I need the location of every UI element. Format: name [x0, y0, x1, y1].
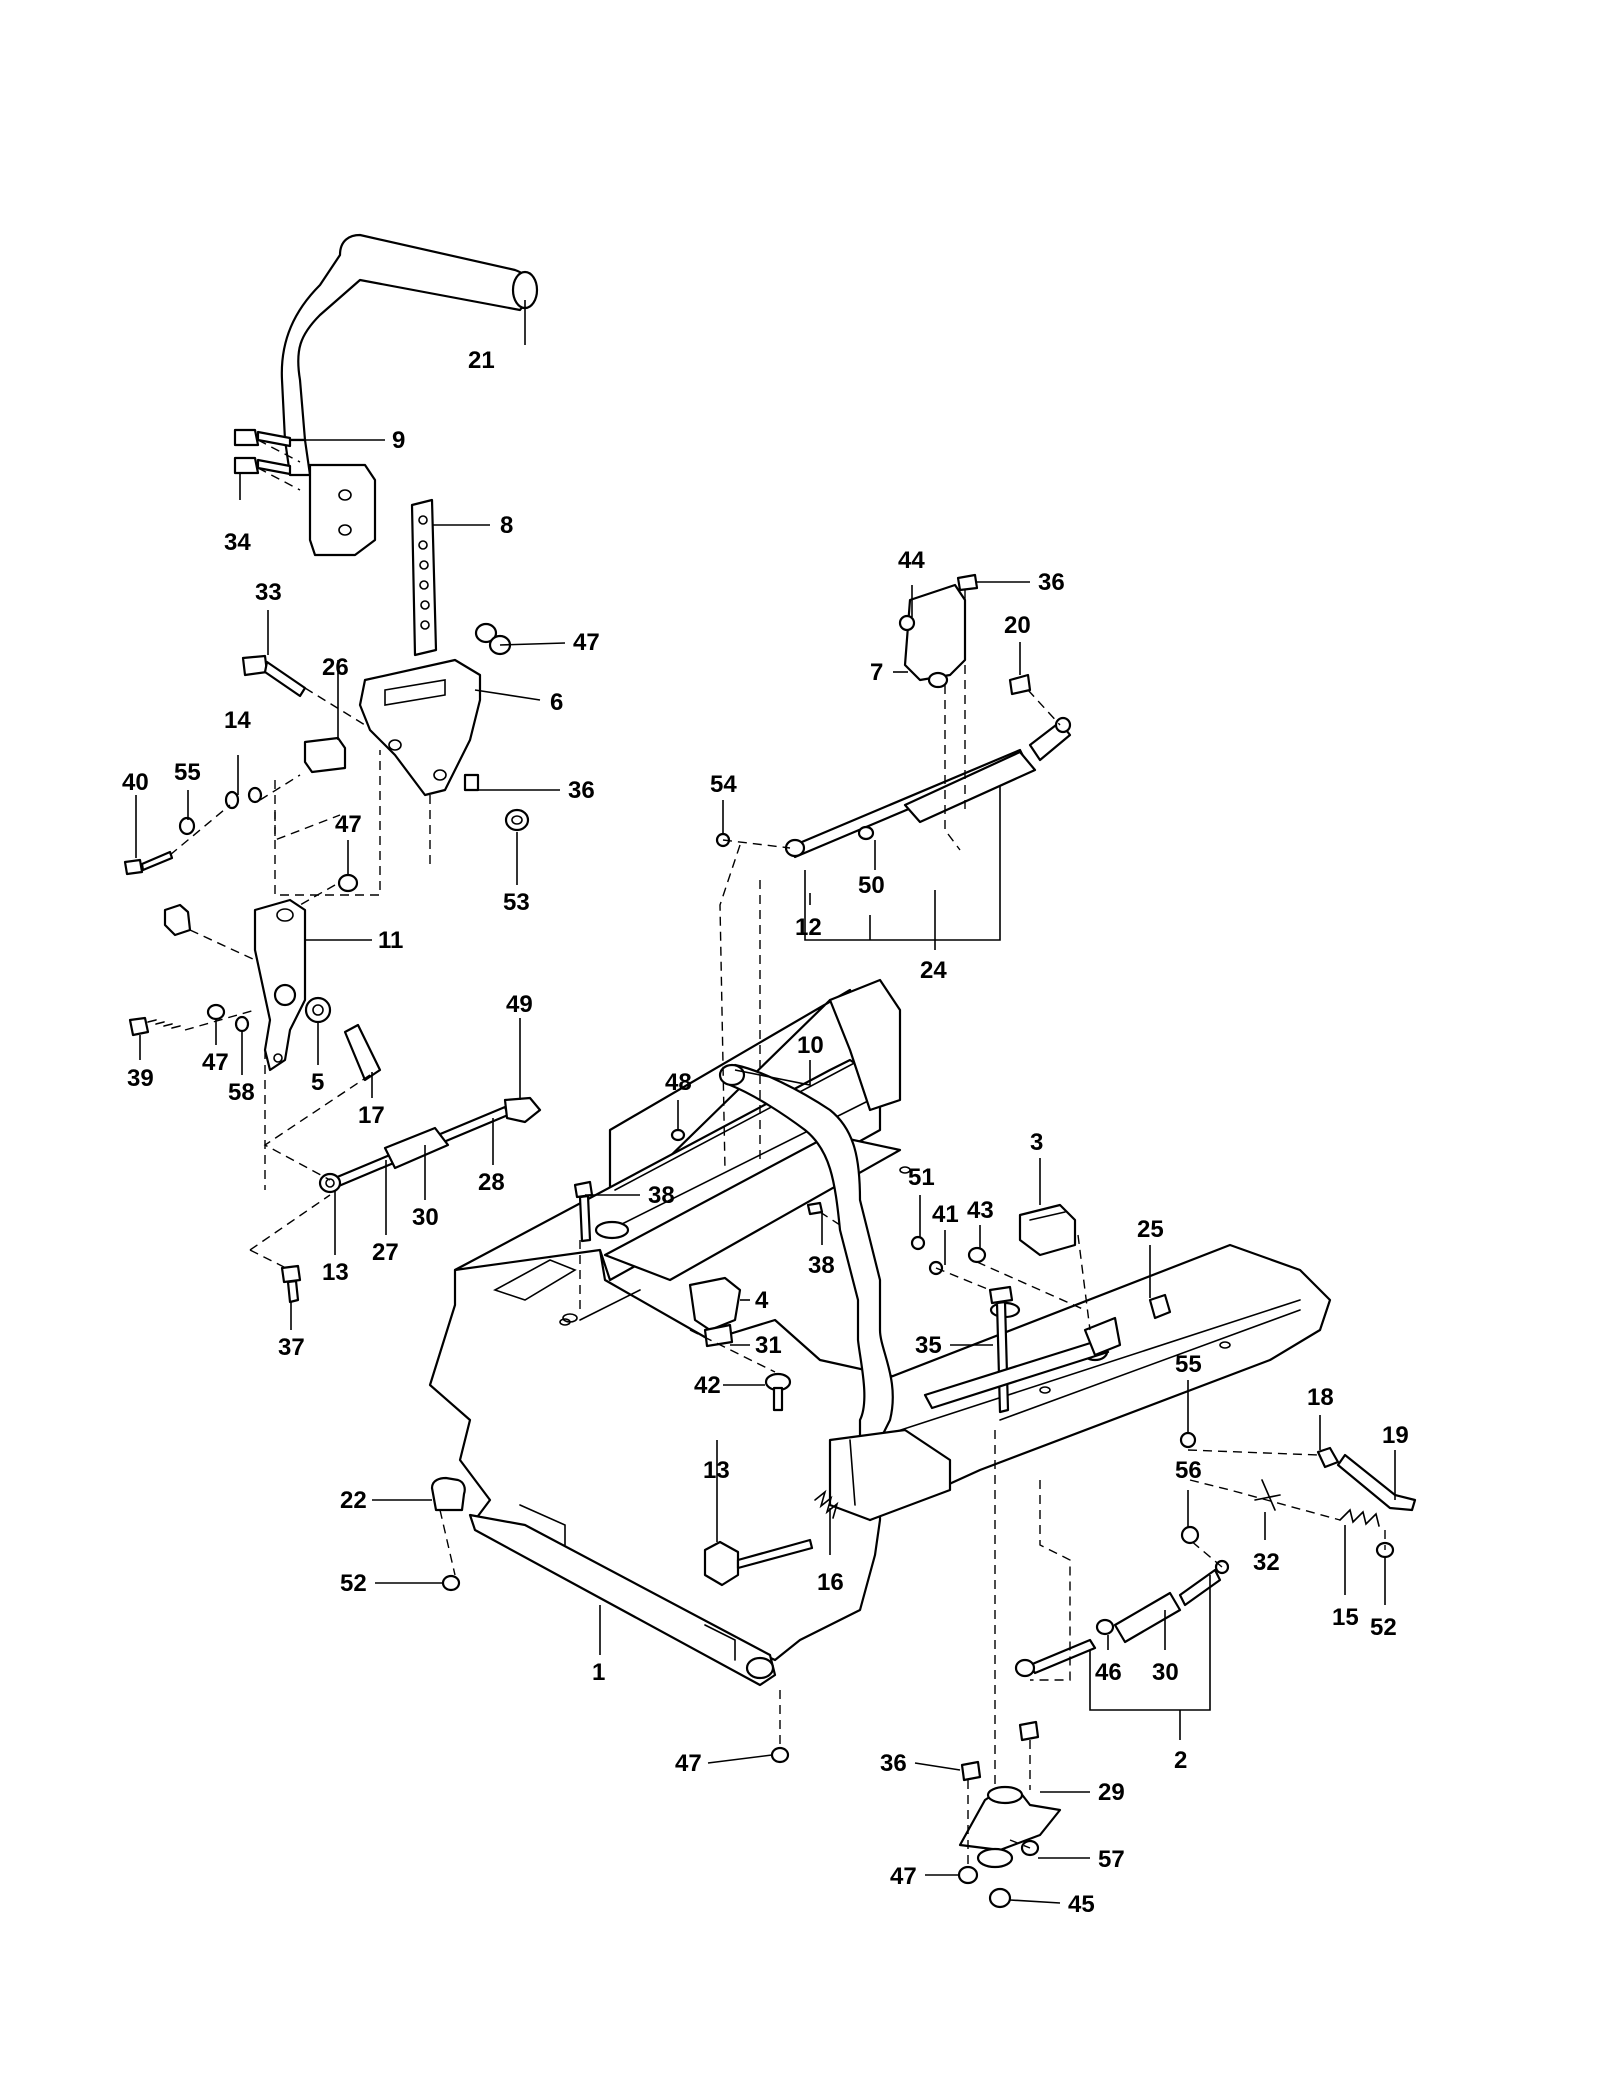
callout-14: 14: [224, 707, 251, 734]
callout-55: 55: [174, 759, 201, 786]
callout-8: 8: [500, 512, 513, 539]
callout-49: 49: [506, 991, 533, 1018]
callout-52: 52: [1370, 1614, 1397, 1641]
callout-36: 36: [568, 777, 595, 804]
callout-12: 12: [795, 914, 822, 941]
callout-47: 47: [335, 811, 362, 838]
callout-11: 11: [378, 927, 403, 954]
handle-assembly: [123, 233, 539, 1082]
callout-28: 28: [478, 1169, 505, 1196]
callout-35: 35: [915, 1332, 942, 1359]
damper-assembly: [715, 573, 1072, 859]
right-side-parts: [430, 1128, 1417, 1909]
callout-47: 47: [890, 1863, 917, 1890]
callout-47: 47: [202, 1049, 229, 1076]
callout-20: 20: [1004, 612, 1031, 639]
callout-7: 7: [870, 659, 883, 686]
callout-50: 50: [858, 872, 885, 899]
linkage-rod-assembly: [280, 1096, 542, 1304]
callout-6: 6: [550, 689, 563, 716]
callout-51: 51: [908, 1164, 935, 1191]
callout-52: 52: [340, 1570, 367, 1597]
callout-22: 22: [340, 1487, 367, 1514]
callout-13: 13: [322, 1259, 349, 1286]
callout-38: 38: [808, 1252, 835, 1279]
callout-13: 13: [703, 1457, 730, 1484]
callout-21: 21: [468, 347, 495, 374]
callout-46: 46: [1095, 1659, 1122, 1686]
callout-15: 15: [1332, 1604, 1359, 1631]
callout-42: 42: [694, 1372, 721, 1399]
leader-lines: [135, 300, 1396, 1904]
callout-10: 10: [797, 1032, 824, 1059]
assembly-dashed-lines: [169, 439, 1386, 1870]
callout-44: 44: [898, 547, 925, 574]
callout-53: 53: [503, 889, 530, 916]
callout-19: 19: [1382, 1422, 1409, 1449]
callout-55: 55: [1175, 1351, 1202, 1378]
callout-18: 18: [1307, 1384, 1334, 1411]
callout-4: 4: [755, 1287, 769, 1314]
callout-1: 1: [592, 1659, 605, 1686]
callout-39: 39: [127, 1065, 154, 1092]
callout-37: 37: [278, 1334, 305, 1361]
callout-30: 30: [412, 1204, 439, 1231]
callout-43: 43: [967, 1197, 994, 1224]
callout-25: 25: [1137, 1216, 1164, 1243]
callout-56: 56: [1175, 1457, 1202, 1484]
callout-58: 58: [228, 1079, 255, 1106]
callout-41: 41: [932, 1201, 959, 1228]
callout-16: 16: [817, 1569, 844, 1596]
callout-26: 26: [322, 654, 349, 681]
callout-31: 31: [755, 1332, 782, 1359]
frame-assembly: [428, 978, 1332, 1687]
callout-57: 57: [1098, 1846, 1125, 1873]
callout-17: 17: [358, 1102, 385, 1129]
callout-24: 24: [920, 957, 947, 984]
callout-9: 9: [392, 427, 405, 454]
callout-5: 5: [311, 1069, 324, 1096]
callout-30: 30: [1152, 1659, 1179, 1686]
callout-47: 47: [675, 1750, 702, 1777]
callout-2: 2: [1174, 1747, 1187, 1774]
callout-54: 54: [710, 771, 737, 798]
callout-33: 33: [255, 579, 282, 606]
callout-48: 48: [665, 1069, 692, 1096]
callout-27: 27: [372, 1239, 399, 1266]
callout-47: 47: [573, 629, 600, 656]
callout-labels: 21 9 34 8 33 26 47 6 14 55 40 36 47 53 1…: [122, 347, 1409, 1918]
callout-34: 34: [224, 529, 251, 556]
callout-45: 45: [1068, 1891, 1095, 1918]
callout-38: 38: [648, 1182, 675, 1209]
callout-36: 36: [1038, 569, 1065, 596]
callout-36: 36: [880, 1750, 907, 1777]
callout-40: 40: [122, 769, 149, 796]
callout-32: 32: [1253, 1549, 1280, 1576]
callout-3: 3: [1030, 1129, 1043, 1156]
callout-29: 29: [1098, 1779, 1125, 1806]
